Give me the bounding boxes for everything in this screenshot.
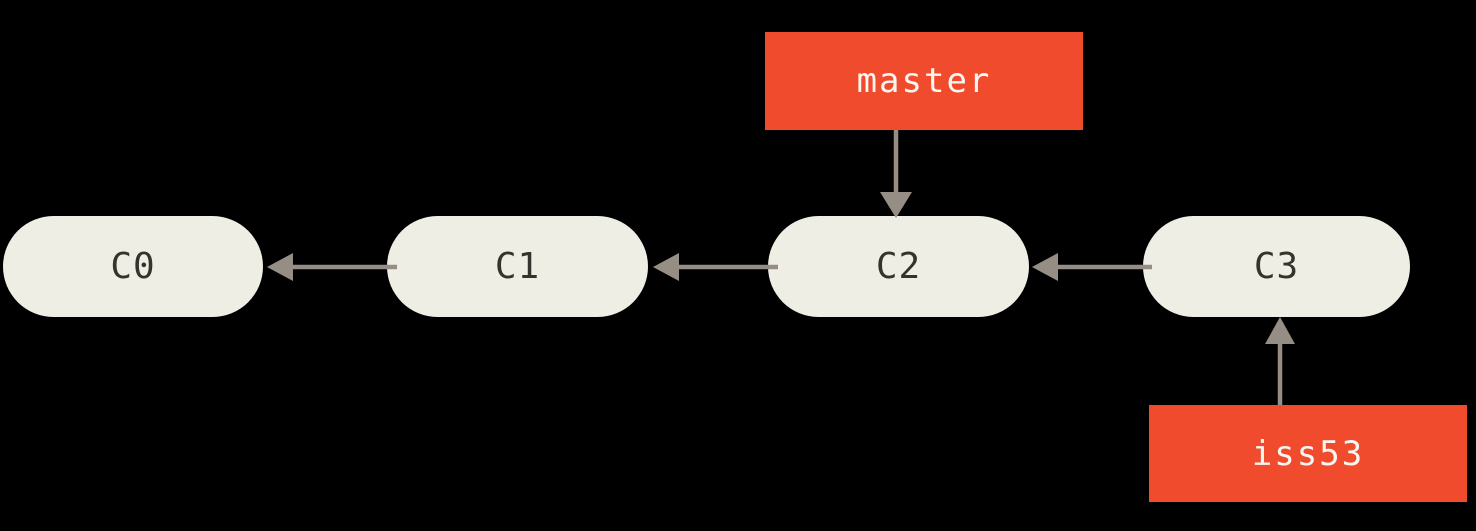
commit-label: C1	[494, 246, 541, 287]
arrow-c3-to-c2	[1032, 253, 1152, 281]
branch-name: master	[856, 61, 992, 101]
commit-node-c0: C0	[3, 216, 263, 317]
arrow-c1-to-c0	[267, 253, 397, 281]
commit-label: C3	[1253, 246, 1300, 287]
arrow-c2-to-c1	[653, 253, 778, 281]
commit-label: C2	[875, 246, 922, 287]
commit-node-c2: C2	[768, 216, 1029, 317]
arrowhead-down-icon	[880, 192, 912, 218]
commit-node-c1: C1	[387, 216, 648, 317]
arrow-master-to-c2	[880, 130, 912, 218]
arrowhead-left-icon	[1032, 253, 1058, 281]
commit-label: C0	[110, 246, 156, 287]
branch-name: iss53	[1251, 433, 1365, 474]
arrow-iss53-to-c3	[1265, 317, 1295, 405]
arrowhead-left-icon	[267, 253, 293, 281]
arrowhead-left-icon	[653, 253, 679, 281]
branch-label-iss53: iss53	[1149, 405, 1467, 502]
commit-node-c3: C3	[1143, 216, 1410, 317]
arrowhead-up-icon	[1265, 317, 1295, 344]
branch-label-master: master	[765, 32, 1083, 130]
